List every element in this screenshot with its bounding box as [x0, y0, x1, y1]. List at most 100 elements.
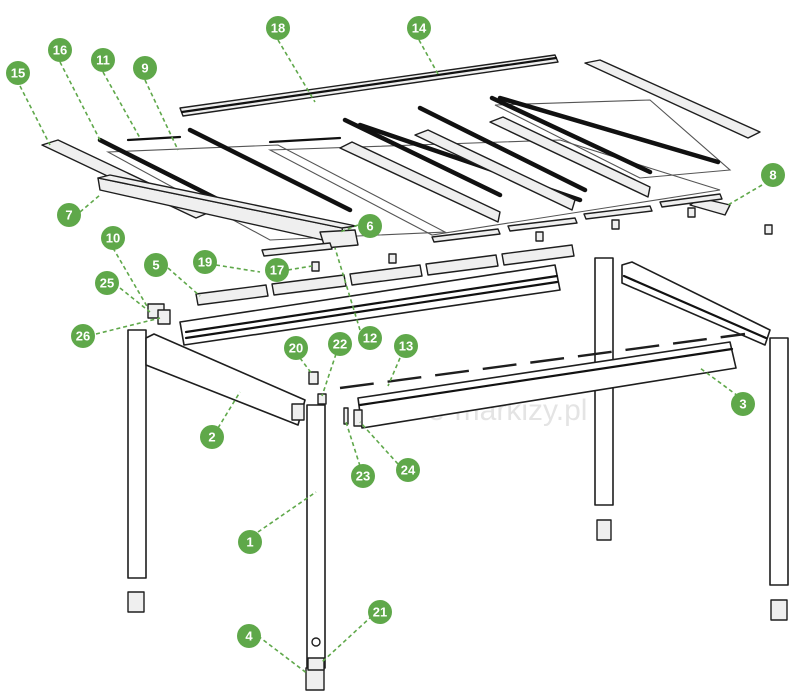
leader-14 [418, 39, 439, 75]
callout-5: 5 [144, 253, 168, 277]
callout-number: 24 [401, 463, 416, 478]
callout-15: 15 [6, 61, 30, 85]
callout-23: 23 [351, 464, 375, 488]
cover-plate [425, 254, 499, 276]
callout-number: 25 [100, 276, 114, 291]
callout-number: 16 [53, 43, 67, 58]
gutter-pieces [261, 193, 773, 272]
callout-circle [200, 425, 224, 449]
callout-number: 14 [412, 21, 427, 36]
callout-circle [368, 600, 392, 624]
post-front-middle [306, 404, 326, 669]
leader-18 [277, 39, 316, 103]
callout-number: 8 [769, 168, 776, 183]
callout-circle [101, 226, 125, 250]
front-rafter-7-top [97, 174, 357, 229]
rafter-bar [489, 95, 653, 175]
callout-circle [133, 56, 157, 80]
callout-number: 4 [245, 629, 253, 644]
leader-13 [387, 357, 401, 387]
rafter-profiles [97, 116, 731, 249]
callout-circle [238, 530, 262, 554]
cover-plate [349, 264, 423, 286]
leader-9 [144, 79, 179, 151]
callout-3: 3 [731, 392, 755, 416]
callout-circle [71, 324, 95, 348]
callout-18: 18 [266, 16, 290, 40]
cover-plate [501, 244, 575, 266]
callout-6: 6 [358, 214, 382, 238]
callout-circle [91, 48, 115, 72]
clip [687, 207, 696, 218]
callout-17: 17 [265, 258, 289, 282]
callout-10: 10 [101, 226, 125, 250]
callout-11: 11 [91, 48, 115, 72]
front-beam [353, 341, 737, 429]
leader-23 [345, 421, 361, 467]
beam-3-end-bracket [353, 409, 363, 427]
callout-circle [144, 253, 168, 277]
leader-12 [334, 247, 361, 331]
front-gutter-beam [179, 264, 561, 346]
leader-21 [321, 615, 373, 663]
callout-number: 20 [289, 341, 303, 356]
left-beam [145, 333, 306, 426]
leader-4 [257, 635, 309, 675]
callout-number: 2 [208, 430, 215, 445]
callout-circle [48, 38, 72, 62]
seal-strip-13 [339, 332, 746, 390]
leader-6 [339, 224, 359, 233]
leader-1 [257, 491, 317, 533]
callout-circle [193, 250, 217, 274]
leader-24 [359, 421, 399, 465]
callout-circle [265, 258, 289, 282]
callout-circle [328, 332, 352, 356]
callout-number: 7 [65, 208, 72, 223]
glass-panel [267, 139, 721, 236]
callout-circle [351, 464, 375, 488]
callout-number: 10 [106, 231, 120, 246]
callout-circle [57, 203, 81, 227]
post-foot-4 [305, 667, 325, 691]
right-side-beam [621, 261, 771, 346]
rafter-bar [497, 95, 721, 165]
leader-8 [727, 184, 763, 206]
leader-25 [119, 287, 151, 313]
callout-1: 1 [238, 530, 262, 554]
callout-25: 25 [95, 271, 119, 295]
clip [611, 219, 620, 230]
callout-number: 26 [76, 329, 90, 344]
callout-8: 8 [761, 163, 785, 187]
callout-22: 22 [328, 332, 352, 356]
post-bolt-hole [311, 637, 321, 647]
pin-23 [343, 407, 349, 425]
callout-circle [761, 163, 785, 187]
callout-circle [394, 334, 418, 358]
callout-circle [407, 16, 431, 40]
callout-circle [358, 326, 382, 350]
callout-number: 22 [333, 337, 347, 352]
callout-14: 14 [407, 16, 431, 40]
callout-circle [731, 392, 755, 416]
beam-2-end-bracket [291, 403, 305, 421]
rafter-profile [489, 116, 651, 198]
post-foot [770, 599, 788, 621]
posts [127, 257, 789, 669]
callout-26: 26 [71, 324, 95, 348]
short-bar [268, 136, 342, 144]
callout-number: 3 [739, 397, 746, 412]
callout-circle [237, 624, 261, 648]
leader-22 [321, 353, 337, 397]
callout-12: 12 [358, 326, 382, 350]
callout-circle [284, 336, 308, 360]
callout-number: 19 [198, 255, 212, 270]
rafter-bar [342, 117, 503, 198]
gutter-piece [659, 193, 723, 208]
callout-number: 1 [246, 535, 253, 550]
leader-17 [287, 265, 313, 271]
callout-number: 15 [11, 66, 25, 81]
callout-circle [6, 61, 30, 85]
leader-2 [217, 391, 241, 429]
